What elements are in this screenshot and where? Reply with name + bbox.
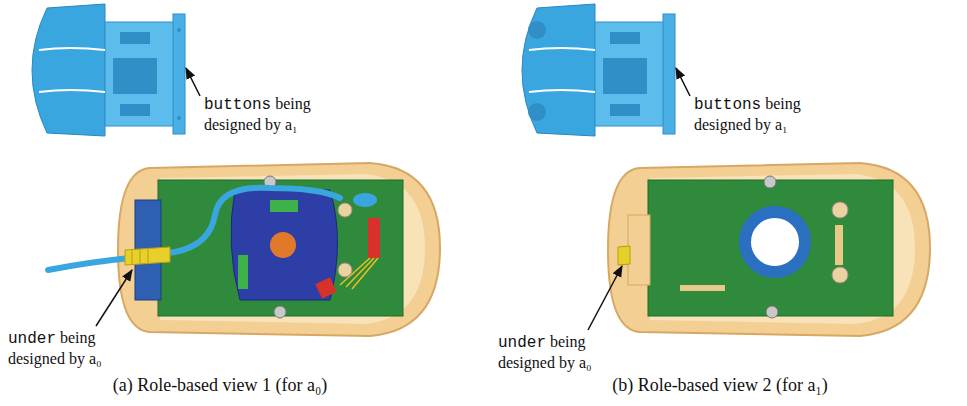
- plate-slot: [610, 104, 640, 116]
- part-name: buttons: [204, 96, 271, 114]
- component: [353, 193, 377, 207]
- view-caption: (b) Role-based view 2 (for a₁): [520, 374, 920, 397]
- button-shell: [32, 4, 105, 136]
- screw: [338, 263, 352, 277]
- pcb: [648, 180, 893, 316]
- button-split: [39, 48, 105, 50]
- part-label: under being designed by a₀: [8, 328, 148, 369]
- switch: [315, 277, 336, 298]
- under-part: [608, 163, 930, 336]
- housing: [608, 163, 930, 336]
- post: [270, 200, 298, 212]
- wheel-hub: [270, 232, 296, 258]
- pad: [680, 285, 725, 291]
- part-name: under: [8, 330, 56, 348]
- part-label: under being designed by a₀: [498, 332, 638, 373]
- part-name: under: [498, 334, 546, 352]
- screw: [274, 306, 286, 318]
- leader-arrow: [186, 68, 200, 96]
- mechanism: [231, 190, 338, 300]
- button-dimple: [528, 21, 546, 39]
- strain-relief: [125, 247, 170, 265]
- under-part: [48, 163, 440, 336]
- housing-rib: [628, 215, 650, 285]
- plate-rim: [173, 14, 185, 134]
- part-label: buttons being designed by a₁: [694, 94, 834, 135]
- plate-slot: [610, 32, 640, 44]
- screw: [338, 203, 352, 217]
- part-label: buttons being designed by a₁: [204, 94, 344, 135]
- pad: [835, 225, 843, 265]
- button-split: [529, 90, 595, 92]
- button-dimple: [528, 103, 546, 121]
- plate-slot: [120, 32, 150, 44]
- leader-arrow: [676, 68, 690, 96]
- rim-hole: [177, 116, 181, 120]
- screw: [832, 202, 848, 218]
- post: [238, 255, 248, 289]
- leader-arrow: [588, 266, 622, 330]
- plate-slot: [120, 104, 150, 116]
- rim-hole: [177, 28, 181, 32]
- button-split: [529, 48, 595, 50]
- plate-slot: [113, 58, 157, 94]
- strain-ribs: [132, 248, 148, 264]
- part-name: buttons: [694, 96, 761, 114]
- screw: [832, 267, 848, 283]
- screw: [766, 306, 778, 318]
- plate-rim: [663, 14, 675, 134]
- plate-slot: [603, 58, 647, 94]
- button-plate: [100, 22, 180, 126]
- button-shell: [522, 4, 595, 136]
- connector: [368, 218, 380, 258]
- strain-relief: [618, 246, 630, 265]
- leader-arrow: [96, 270, 132, 326]
- sensor-ring: [745, 212, 805, 272]
- button-plate: [590, 22, 670, 126]
- cable: [48, 188, 340, 270]
- buttons-part: [32, 4, 185, 136]
- screw: [764, 176, 776, 188]
- button-split: [39, 90, 105, 92]
- view-caption: (a) Role-based view 1 (for a₀): [20, 374, 420, 397]
- buttons-part: [522, 4, 675, 136]
